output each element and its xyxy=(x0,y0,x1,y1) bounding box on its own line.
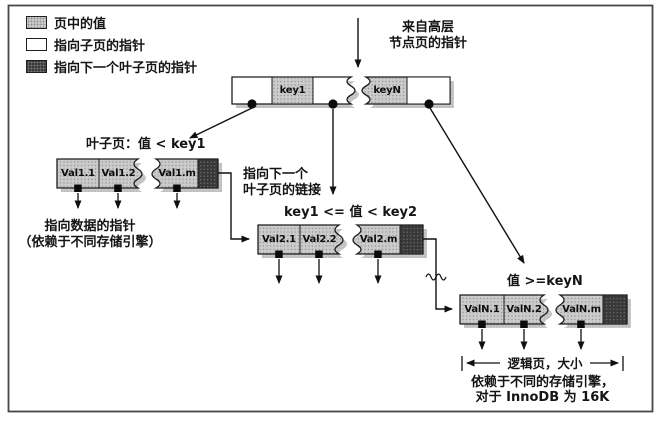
leaf2-title: key1 <= 值 < key2 xyxy=(284,205,418,220)
child-page-pointer-swatch-icon xyxy=(26,37,47,51)
legend-item: 指向子页的指针 xyxy=(26,33,197,55)
data-pointer-note: 指向数据的指针 （依赖于不同存储引擎） xyxy=(6,219,174,251)
leaf1-next-leaf-pointer-cell xyxy=(197,158,219,189)
root-to-leafN-arrow xyxy=(429,107,525,264)
figure-frame xyxy=(7,4,654,413)
logical-page-measure-label: 逻辑页，大小 xyxy=(500,356,590,372)
root-keyN-cell: keyN xyxy=(373,85,401,96)
root-pointer-dot-middle xyxy=(328,99,338,109)
leaf2-value-cell: Val2.m xyxy=(359,234,398,245)
leaf2-shape xyxy=(257,224,427,284)
legend-label: 页中的值 xyxy=(54,16,107,32)
incoming-pointer-label-line1: 来自高层 xyxy=(401,20,454,35)
next-leaf-link-label: 指向下一个 叶子页的链接 xyxy=(243,167,321,199)
leaf2-to-leafN-link xyxy=(423,238,453,313)
leafN-shape xyxy=(459,294,631,350)
legend-item: 页中的值 xyxy=(26,11,197,33)
logical-page-note-line2: 依赖于不同的存储引擎， xyxy=(470,375,614,390)
data-pointer-note-line1: 指向数据的指针 xyxy=(44,219,136,234)
leafN-value-cell: ValN.m xyxy=(562,304,601,315)
page-value-swatch-icon xyxy=(26,15,47,29)
legend-label: 指向下一个叶子页的指针 xyxy=(54,60,198,76)
legend: 页中的值 指向子页的指针 指向下一个叶子页的指针 xyxy=(26,11,197,77)
incoming-pointer-label: 来自高层 节点页的指针 xyxy=(383,20,473,52)
leaf1-value-cell: Val1.2 xyxy=(101,168,136,179)
leaf1-to-leaf2-link xyxy=(218,172,250,243)
arrows xyxy=(189,18,525,313)
root-node-shape xyxy=(231,76,454,109)
logical-page-note: 依赖于不同的存储引擎， 对于 InnoDB 为 16K xyxy=(455,376,630,405)
leaf1-value-cell: Val1.1 xyxy=(61,168,95,179)
leaf2-value-cell: Val2.1 xyxy=(262,234,296,245)
incoming-pointer-label-line2: 节点页的指针 xyxy=(388,36,467,51)
leaf2-value-cell: Val2.2 xyxy=(302,234,337,245)
root-pointer-dot-right xyxy=(424,99,434,109)
next-leaf-link-label-line1: 指向下一个 xyxy=(243,167,309,182)
legend-item: 指向下一个叶子页的指针 xyxy=(26,55,197,77)
leaf1-value-cell: Val1.m xyxy=(158,168,196,179)
leaf1-title: 叶子页：值 < key1 xyxy=(86,137,206,152)
root-pointer-dot-left xyxy=(247,99,257,109)
leafN-value-cell: ValN.1 xyxy=(464,304,500,315)
leaf2-next-leaf-pointer-cell xyxy=(399,224,424,255)
logical-page-note-line3: 对于 InnoDB 为 16K xyxy=(475,390,610,405)
next-leaf-pointer-swatch-icon xyxy=(26,59,47,73)
data-pointer-note-line2: （依赖于不同存储引擎） xyxy=(18,235,162,250)
next-leaf-link-label-line2: 叶子页的链接 xyxy=(243,183,322,198)
root-key1-cell: key1 xyxy=(279,85,306,96)
link-break-squiggle xyxy=(425,273,447,281)
legend-label: 指向子页的指针 xyxy=(54,38,146,54)
leafN-title: 值 >=keyN xyxy=(507,274,583,289)
leafN-next-leaf-pointer-cell xyxy=(602,294,628,325)
root-to-leaf1-arrow xyxy=(189,107,253,139)
leafN-value-cell: ValN.2 xyxy=(506,304,542,315)
leaf1-shape xyxy=(56,158,222,209)
